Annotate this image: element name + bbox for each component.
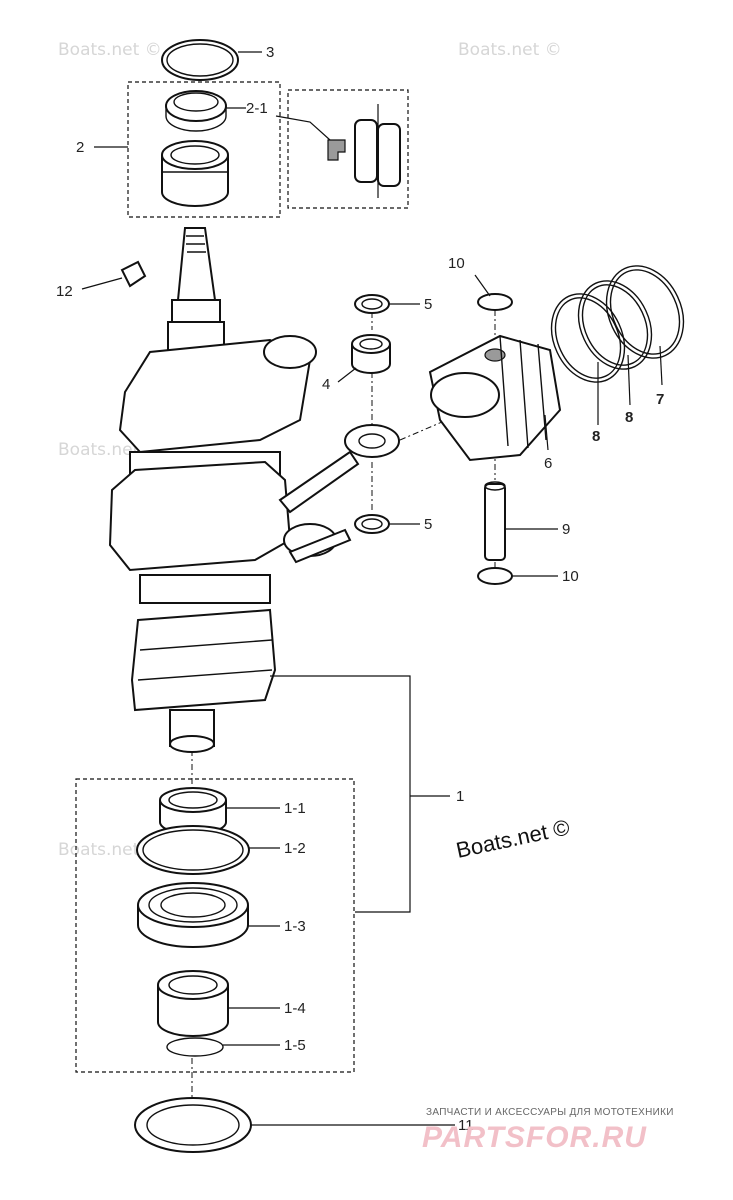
callout-2: 2 (76, 139, 84, 156)
shop-tagline: ЗАПЧАСТИ И АКСЕССУАРЫ ДЛЯ МОТОТЕХНИКИ (426, 1107, 674, 1118)
part-5-thrust-washer-top (354, 294, 390, 314)
watermark-bottom-left: Boats.net © (58, 840, 162, 860)
callout-5-top: 5 (424, 296, 432, 313)
callout-3: 3 (266, 44, 274, 61)
axis-line-rod-to-piston (399, 409, 471, 441)
group-box-bottom-bearing-1 (75, 778, 355, 1073)
callout-1-4: 1-4 (284, 1000, 306, 1017)
callout-4: 4 (322, 376, 330, 393)
part-10-circlip-bottom (477, 567, 513, 585)
part-8-piston-ring-inner (550, 293, 626, 383)
part-1-3-ball-bearing (137, 882, 249, 948)
callout-1-3: 1-3 (284, 918, 306, 935)
connecting-rod (278, 424, 400, 564)
callout-2-1: 2-1 (246, 100, 268, 117)
leader-lines (81, 51, 663, 1126)
callout-8-left: 8 (592, 428, 600, 445)
callout-8-right: 8 (625, 409, 633, 426)
part-1-5-snap-ring (166, 1037, 224, 1057)
shop-logo: PARTSFOR.RU (422, 1121, 647, 1154)
watermark-top-right: Boats.net © (458, 40, 562, 60)
callout-5-bottom: 5 (424, 516, 432, 533)
part-10-circlip-top (477, 293, 513, 311)
part-1-1-bearing-sleeve (159, 787, 227, 835)
part-4-small-end-needle-bearing (351, 334, 391, 374)
watermark-layer: Boats.net © Boats.net © Boats.net Boats.… (58, 40, 562, 860)
part-2-bearing-sleeve (161, 140, 229, 207)
part-6-piston (428, 334, 562, 462)
part-2-1-needle-bearing (165, 90, 227, 132)
group-box-bearing-detail (287, 89, 409, 209)
callout-12: 12 (56, 283, 73, 300)
callout-1: 1 (456, 788, 464, 805)
part-7-piston-ring (605, 265, 685, 359)
part-1-crankshaft (108, 227, 337, 753)
callout-labels: 3 2-1 2 12 5 4 5 10 10 9 6 8 8 7 1 1-1 1… (56, 44, 664, 1134)
part-3-o-ring (161, 39, 239, 81)
watermark-top-left: Boats.net © (58, 40, 162, 60)
callout-11: 11 (458, 1117, 474, 1134)
callout-7: 7 (656, 391, 664, 408)
bearing-detail-rollers (327, 104, 401, 198)
part-9-piston-pin (484, 481, 506, 561)
part-12-woodruff-key (120, 260, 147, 288)
part-11-washer (134, 1097, 252, 1153)
callout-9: 9 (562, 521, 570, 538)
part-8-piston-ring-outer (577, 280, 653, 370)
callout-1-1: 1-1 (284, 800, 306, 817)
brand-mark-boats-net: Boats.net © (454, 814, 572, 862)
watermark-mid-left: Boats.net (58, 440, 140, 460)
callout-1-5: 1-5 (284, 1037, 306, 1054)
callout-1-2: 1-2 (284, 840, 306, 857)
part-5-thrust-washer-bottom (354, 514, 390, 534)
group-box-bearing-2 (127, 81, 281, 218)
part-1-2-o-ring (136, 825, 250, 875)
callout-10-top: 10 (448, 255, 465, 272)
part-1-4-bearing-sleeve (157, 970, 229, 1037)
callout-6: 6 (544, 455, 552, 472)
callout-10-bottom: 10 (562, 568, 579, 585)
